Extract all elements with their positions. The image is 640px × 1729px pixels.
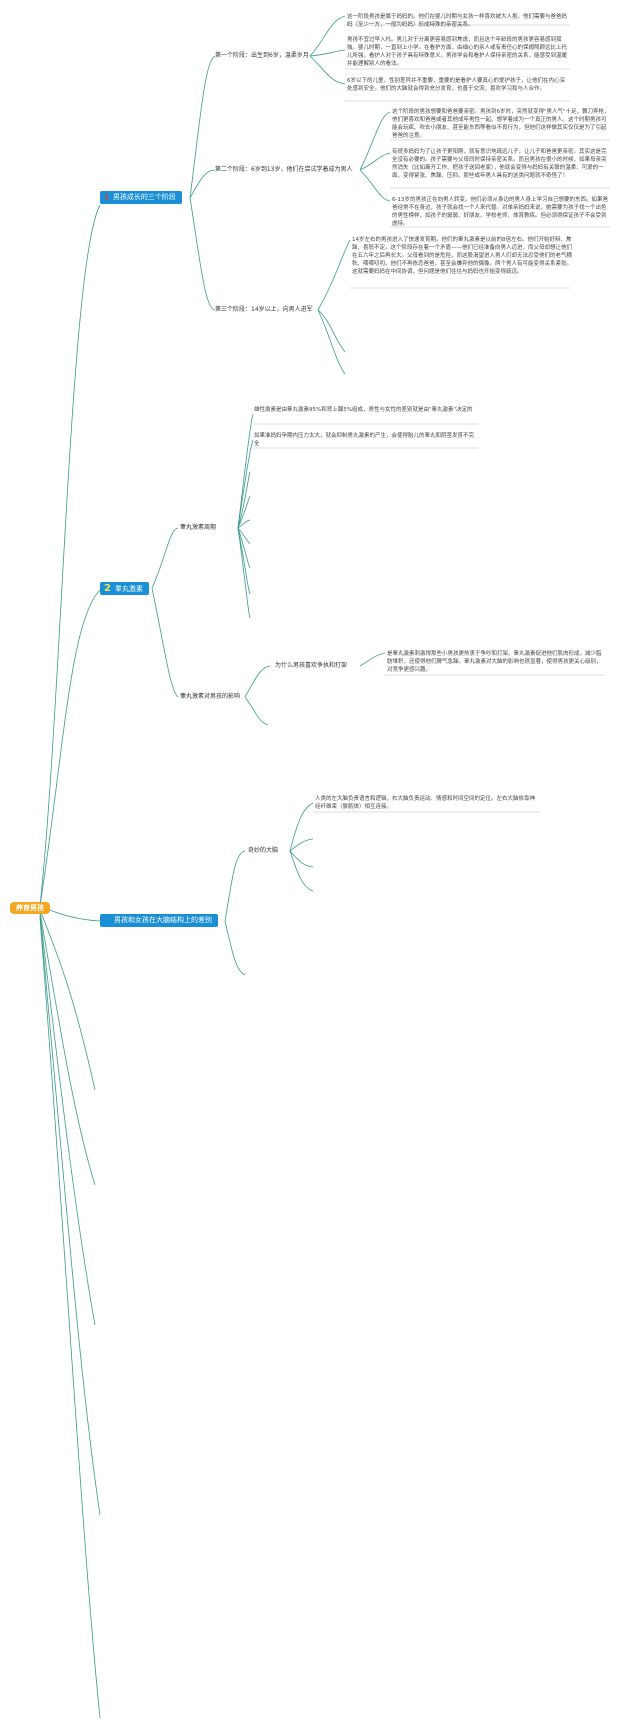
topic-why-boys-fight[interactable]: 为什么男孩喜欢争执和打架	[275, 662, 348, 669]
connector-b1-c3	[189, 197, 216, 311]
connector-b1-c1	[189, 55, 216, 199]
connector-b3-empty	[224, 920, 246, 976]
connector-s3-n1	[317, 239, 351, 311]
connector-brain-empty	[289, 850, 314, 868]
connector-root-empty	[39, 911, 96, 1186]
note-stage-2-c: 6-13岁的男孩正在向男人转变。他们必须从身边的男人身上学习自己想要的东西。如果…	[392, 197, 608, 227]
connector-brain-empty	[289, 850, 314, 892]
note-why-boys-fight: 是睾丸激素刺激得那些小男孩更热衷于争吵和打架。睾丸激素促进他们肌肉形成，减少脂肪…	[387, 651, 602, 673]
connector-root-empty	[39, 913, 96, 1326]
connector-s3-empty	[317, 309, 346, 353]
branch-label: 男孩成长的三个阶段	[112, 193, 176, 201]
connector-brain-empty	[289, 838, 314, 852]
connector-s3-empty	[317, 309, 346, 375]
connector-b3-c1	[224, 850, 246, 922]
connector-s1-n2	[309, 49, 346, 57]
connector-root-empty	[39, 915, 101, 1516]
note-stage-2-a: 这个阶段的男孩想要和爸爸要亲密。男孩到6岁时，突然就变得"男人气"十足，舞刀弄枪…	[392, 109, 610, 139]
connector-s1-n1	[309, 15, 346, 57]
connector-tc-empty	[237, 527, 251, 545]
connector-tc-empty	[237, 527, 251, 595]
topic-testosterone-cycle[interactable]: 睾丸激素周期	[180, 524, 217, 531]
connector-root-empty	[39, 909, 96, 1091]
connector-b1-c2	[189, 169, 216, 199]
connector-b2-c2	[151, 587, 179, 698]
connector-tc-empty	[237, 471, 251, 529]
note-testosterone-b: 如果准妈妈孕期内压力太大，就会抑制男丸激素的产生，会使得胎儿的睾丸和阴茎发育不完…	[254, 433, 475, 447]
connector-s1-n3	[309, 55, 346, 85]
connector-tc-empty	[237, 495, 251, 529]
connector-tc-empty	[237, 527, 251, 619]
branch-number-2: 2	[104, 583, 111, 594]
branch-label: 男孩和女孩在大脑结构上的差别	[114, 916, 212, 924]
connector-brain-n1	[289, 802, 314, 852]
connector-tc-empty	[237, 527, 251, 569]
root-topic[interactable]: 养育男孩	[10, 902, 50, 914]
topic-stage-2[interactable]: 第二个阶段：6岁到13岁，他们在尝试学着成为男人	[215, 166, 353, 173]
connector-sub-note	[359, 652, 386, 667]
connector-b2-c1	[151, 527, 179, 589]
note-stage-1-b: 男孩不宜过早入托。男儿对于分离更容易感到焦虑，而且这个年龄段的男孩更容易感到孤独…	[347, 37, 568, 67]
connector-tc-empty	[237, 519, 251, 529]
connector-s2-n1	[359, 111, 391, 171]
connector-s2-n3	[359, 169, 391, 202]
connector-root-branch2	[39, 589, 101, 907]
topic-stage-3[interactable]: 第三个阶段：14岁以上，向男人进军	[215, 306, 313, 313]
branch-label: 睾丸激素	[114, 585, 143, 593]
topic-testosterone-effects[interactable]: 睾丸激素对男孩的影响	[180, 693, 241, 700]
note-brain-a: 人类的左大脑负责语言和逻辑，右大脑负责运动、情感和时间空间的定位。左右大脑依靠神…	[315, 796, 536, 810]
connector-root-empty	[39, 917, 101, 1719]
note-stage-2-b: 有很多妈妈为了让孩子更阳刚，就有意识地疏远儿子，让儿子和爸爸更亲密。其实这是完全…	[392, 149, 607, 179]
note-stage-1-c: 6岁以下的儿童，性别差异并不重要，重要的是看护人要真心的爱护孩子，让他们在内心深…	[347, 78, 566, 92]
connector-root-branch1	[39, 204, 101, 907]
topic-amazing-brain[interactable]: 奇妙的大脑	[248, 847, 279, 854]
note-testosterone-a: 雄性激素是由睾丸激素95%和肾上腺5%组成，男性与女性的差别就是由"睾丸激素"决…	[254, 407, 473, 413]
connector-eff-sub	[244, 665, 271, 698]
note-stage-3-a: 14岁左右的男孩进入了快速发育期。他们的睾丸激素是以前的8倍左右。他们开始好辩、…	[352, 237, 573, 275]
connector-tc-n1	[237, 413, 254, 529]
branch-brain-differences[interactable]: 男孩和女孩在大脑结构上的差别	[100, 914, 218, 927]
connector-tc-n2	[237, 439, 254, 529]
topic-stage-1[interactable]: 第一个阶段：出生到6岁，温柔岁月	[215, 52, 309, 59]
note-stage-1-a: 这一阶段男孩是属于妈妈的。他们在婴儿时期与女孩一样喜欢被大人抱，他们需要与爸爸妈…	[347, 14, 568, 28]
branch-number-1: 1	[104, 193, 109, 201]
connector-s2-n2	[359, 152, 391, 171]
connector-eff-empty	[244, 696, 269, 726]
